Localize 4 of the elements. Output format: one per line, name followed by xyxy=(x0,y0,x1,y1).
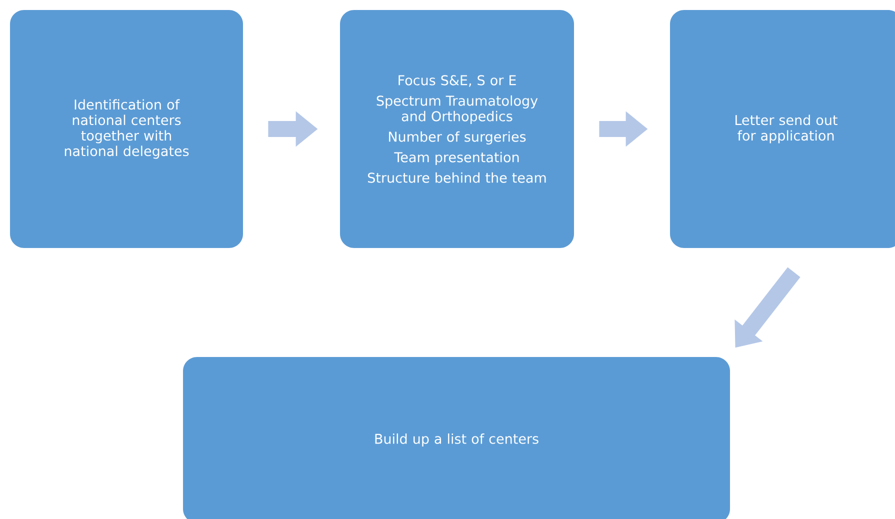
process-box: Letter send out for application xyxy=(670,10,895,248)
process-box: Focus S&E, S or E Spectrum Traumatology and Orthopedics Number of surgeries Team presentation Structure behind the team xyxy=(340,10,574,248)
process-box: Identification of national centers together with national delegates xyxy=(10,10,243,248)
process-box: Build up a list of centers xyxy=(183,357,730,519)
